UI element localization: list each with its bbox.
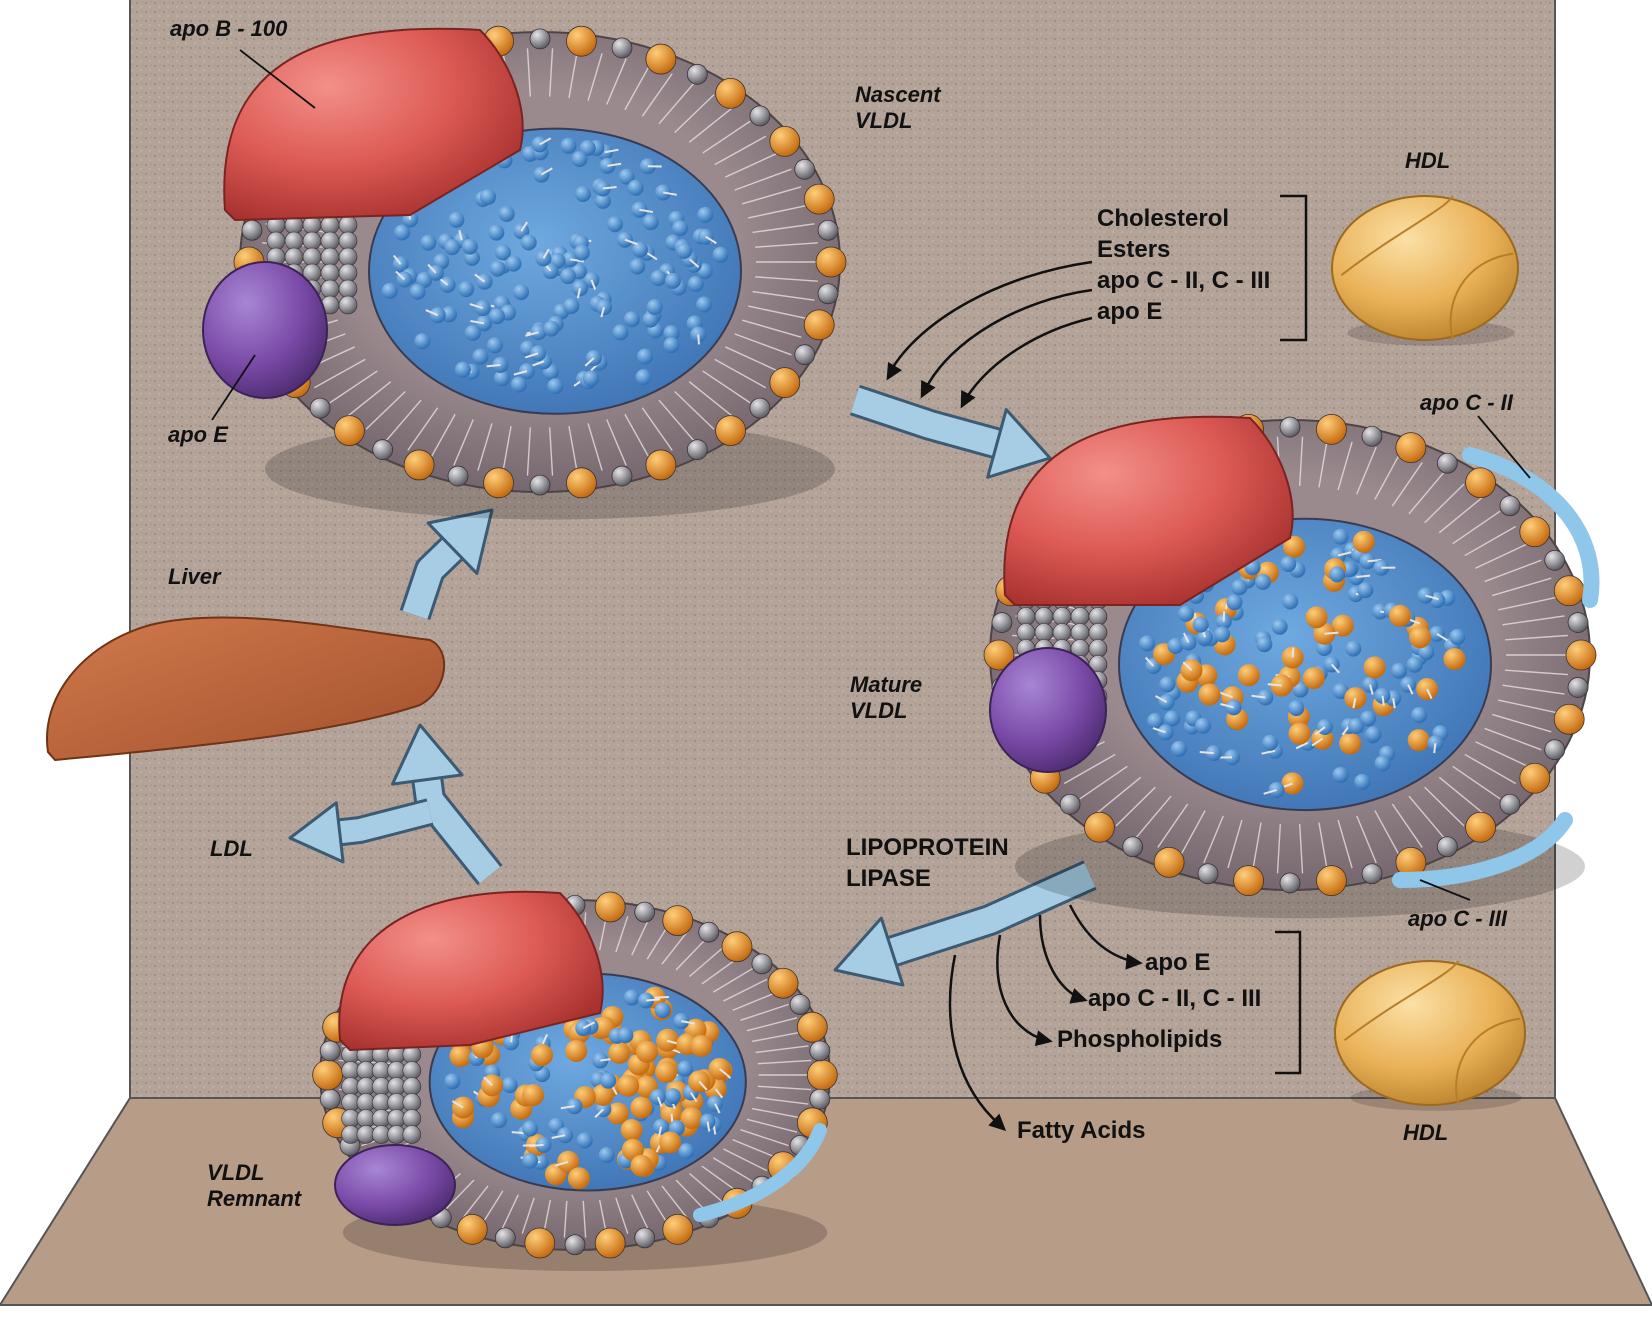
apo-e-protein [335,1145,455,1225]
apo-c3-label: apo C - III [1408,906,1507,932]
apo-e-protein [203,262,327,398]
fatty-acids-label: Fatty Acids [1017,1117,1145,1146]
lipase-line1: LIPOPROTEIN [846,832,1009,863]
apo-c2-c3-out-label: apo C - II, C - III [1088,985,1261,1014]
cholesterol-label: Cholesterol [1097,203,1270,234]
hdl-top-label: HDL [1405,148,1450,174]
mature-vldl-particle [984,414,1596,918]
nascent-vldl-label: Nascent VLDL [855,82,941,135]
liver-label: Liver [168,564,221,590]
mature-vldl-line1: Mature [850,672,922,698]
vldl-remnant-line2: Remnant [207,1186,301,1212]
mature-vldl-line2: VLDL [850,698,922,724]
esters-label: Esters [1097,234,1270,265]
hdl-bottom-label: HDL [1403,1120,1448,1146]
apo-e-in-label: apo E [1097,296,1270,327]
lipase-line2: LIPASE [846,863,1009,894]
apo-e-protein [990,648,1106,772]
apo-e-label: apo E [168,422,228,448]
vldl-remnant-line1: VLDL [207,1160,301,1186]
apo-c2-c3-label: apo C - II, C - III [1097,265,1270,296]
apo-b100-label: apo B - 100 [170,16,287,42]
transfer-in-list: Cholesterol Esters apo C - II, C - III a… [1097,203,1270,327]
nascent-vldl-particle [203,26,846,519]
apo-c2-label: apo C - II [1420,390,1513,416]
mature-vldl-label: Mature VLDL [850,672,922,725]
apo-e-out-label: apo E [1145,949,1210,978]
ldl-label: LDL [210,836,253,862]
vldl-remnant-label: VLDL Remnant [207,1160,301,1213]
lipoprotein-lipase-label: LIPOPROTEIN LIPASE [846,832,1009,894]
nascent-vldl-line2: VLDL [855,108,941,134]
phospholipids-label: Phospholipids [1057,1026,1222,1055]
nascent-vldl-line1: Nascent [855,82,941,108]
